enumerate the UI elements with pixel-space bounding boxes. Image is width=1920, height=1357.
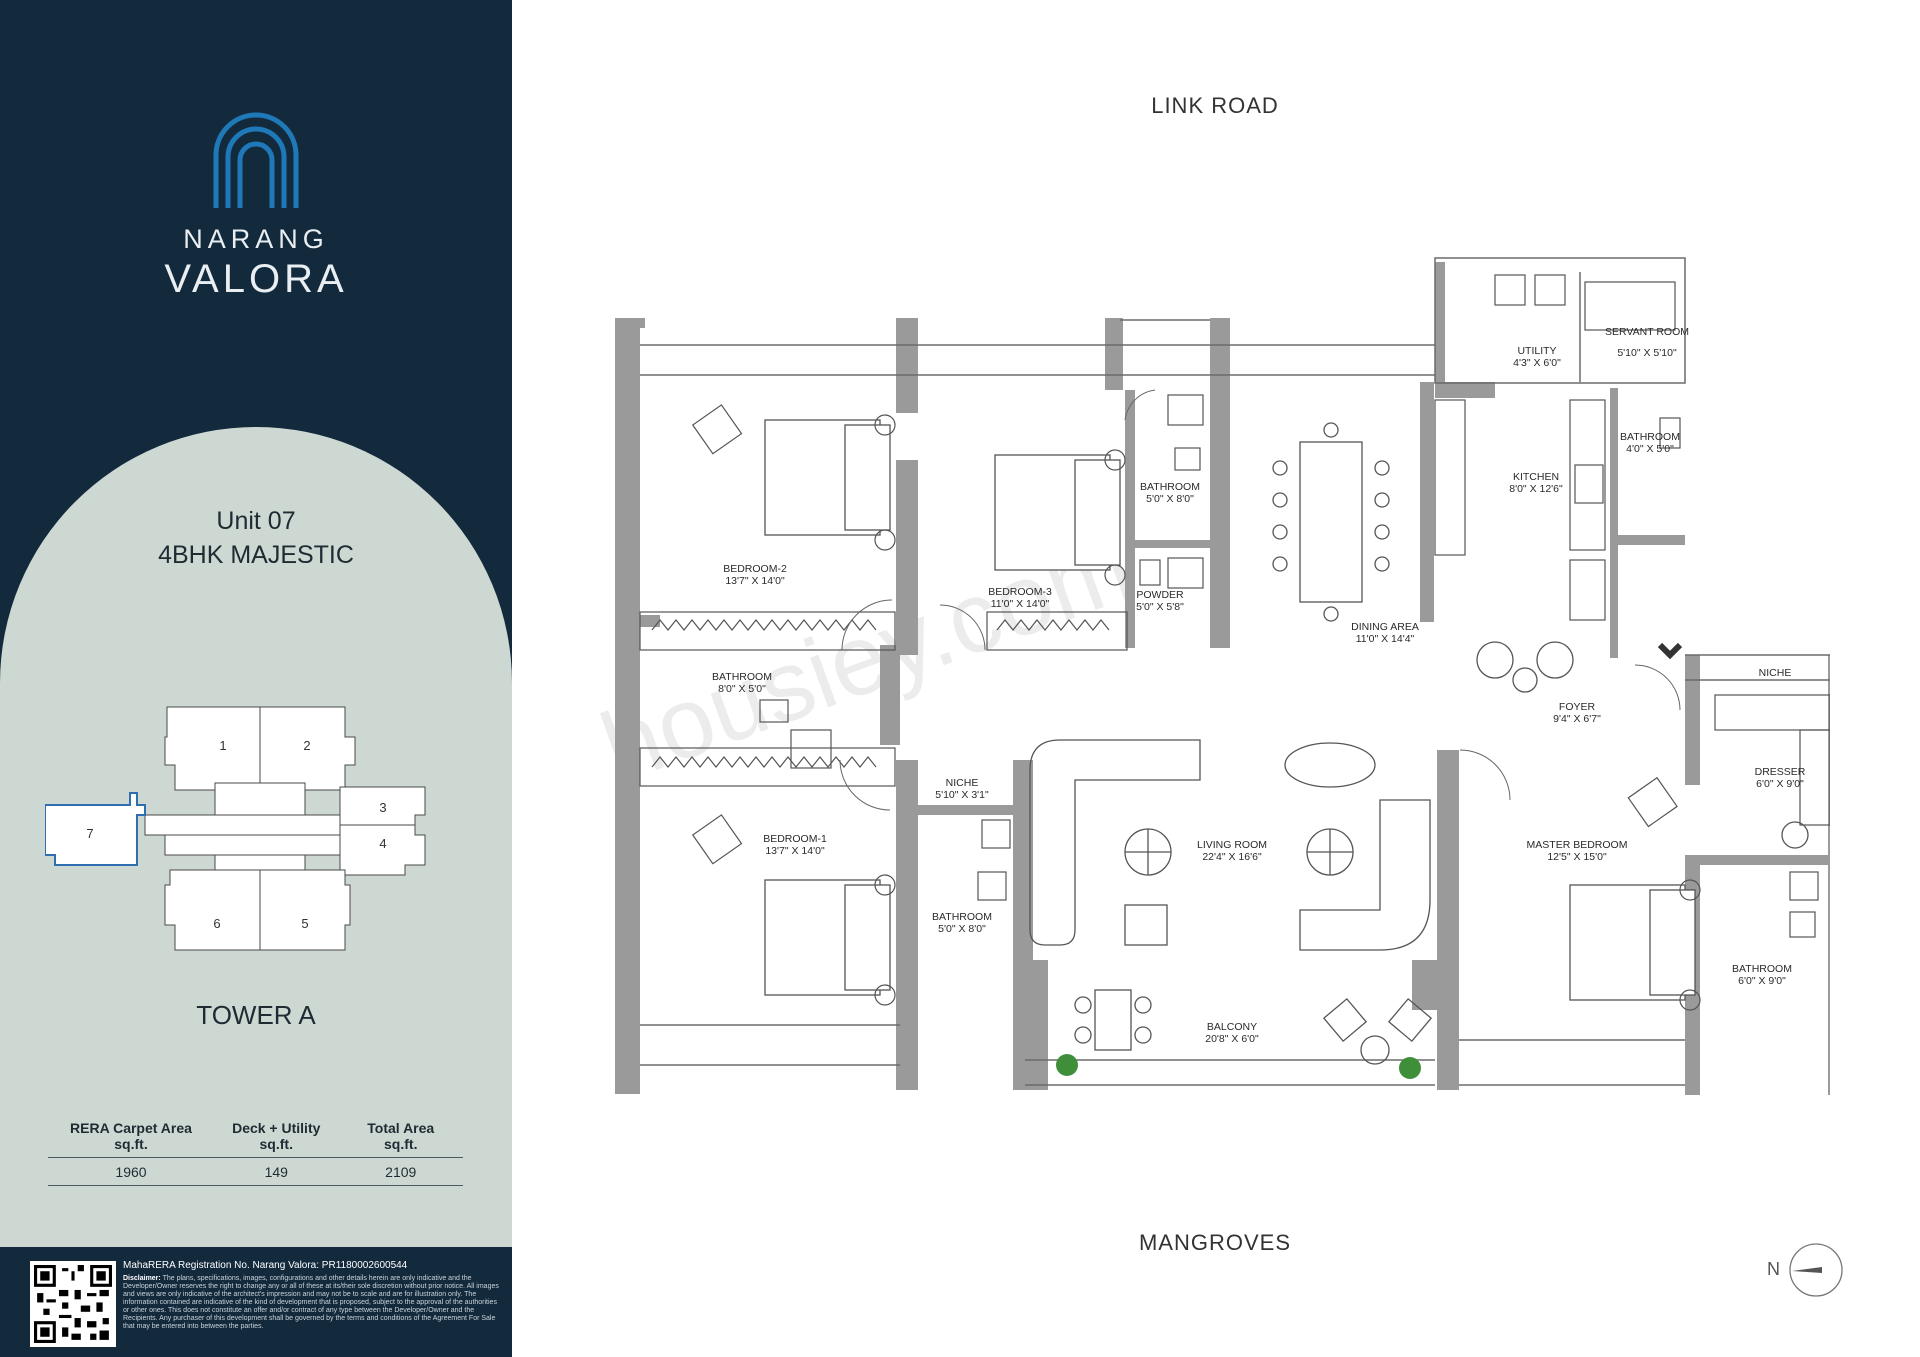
area-table-values: 1960 149 2109: [48, 1158, 463, 1186]
size-bathroom-servant: 4'0" X 5'0": [1626, 443, 1674, 455]
walls: [615, 262, 1830, 1095]
label-bathroom-common: BATHROOM: [712, 671, 772, 683]
size-niche-center: 5'10" X 3'1": [935, 789, 989, 801]
keyplan-label-7: 7: [86, 826, 93, 841]
label-utility: UTILITY: [1517, 345, 1556, 357]
label-bathroom-bed3: BATHROOM: [1140, 481, 1200, 493]
keyplan-tower-7: [45, 792, 146, 866]
living-furniture: [1029, 739, 1431, 951]
value-carpet: 1960: [115, 1164, 147, 1180]
size-bedroom-2: 13'7" X 14'0": [725, 575, 785, 587]
size-bathroom-bed1: 5'0" X 8'0": [938, 923, 986, 935]
label-powder: POWDER: [1136, 589, 1184, 601]
qr-code-icon[interactable]: [30, 1261, 116, 1347]
floor-plan: BEDROOM-2 13'7" X 14'0" BEDROOM-3 11'0" …: [615, 257, 1830, 1095]
value-total: 2109: [385, 1164, 417, 1180]
label-bedroom-2: BEDROOM-2: [723, 563, 787, 575]
keyplan-tower-4: [339, 824, 426, 876]
wardrobes: [639, 611, 1830, 826]
label-niche-right: NICHE: [1759, 667, 1792, 679]
label-bathroom-master: BATHROOM: [1732, 963, 1792, 975]
keyplan-tower-1: [164, 706, 261, 791]
label-kitchen: KITCHEN: [1513, 471, 1559, 483]
size-bathroom-common: 8'0" X 5'0": [718, 683, 766, 695]
compass-label: N: [1767, 1259, 1780, 1279]
label-bedroom-1: BEDROOM-1: [763, 833, 827, 845]
label-bedroom-3: BEDROOM-3: [988, 586, 1052, 598]
size-master-bedroom: 12'5" X 15'0": [1547, 851, 1607, 863]
label-bathroom-servant: BATHROOM: [1620, 431, 1680, 443]
size-dining: 11'0" X 14'4": [1356, 633, 1415, 645]
kitchen-fixtures: [1434, 274, 1606, 621]
arch-logo-icon: [213, 112, 299, 208]
label-niche-center: NICHE: [946, 777, 979, 789]
tower-key-plan: 1 2 3 4 5 6 7: [45, 706, 426, 951]
size-bedroom-1: 13'7" X 14'0": [765, 845, 825, 857]
size-living-room: 22'4" X 16'6": [1202, 851, 1262, 863]
keyplan-label-1: 1: [219, 738, 226, 753]
size-powder: 5'0" X 5'8": [1136, 601, 1184, 613]
road-label-bottom: MANGROVES: [1138, 1230, 1292, 1255]
label-servant-room: SERVANT ROOM: [1605, 326, 1689, 338]
door-swings: [839, 389, 1681, 811]
label-living-room: LIVING ROOM: [1197, 839, 1267, 851]
north-compass-icon: N: [1767, 1243, 1843, 1297]
brand-logo: NARANG VALORA: [0, 110, 512, 302]
value-deck: 149: [264, 1164, 288, 1180]
plant-icons: [1056, 1054, 1421, 1079]
label-dresser: DRESSER: [1755, 766, 1806, 778]
road-label-top: LINK ROAD: [1151, 93, 1279, 118]
room-labels: BEDROOM-2 13'7" X 14'0" BEDROOM-3 11'0" …: [712, 326, 1806, 1045]
footer: MahaRERA Registration No. Narang Valora:…: [0, 1247, 512, 1357]
brand-name-line1: NARANG: [183, 224, 329, 254]
label-dining: DINING AREA: [1351, 621, 1419, 633]
brand-name-line2: VALORA: [164, 257, 348, 301]
tower-label: TOWER A: [196, 1000, 316, 1030]
left-panel: NARANG VALORA Unit 07 4BHK MAJESTIC: [0, 0, 512, 1357]
keyplan-label-6: 6: [213, 916, 220, 931]
disclaimer: Disclaimer: The plans, specifications, i…: [123, 1275, 499, 1330]
keyplan-label-4: 4: [379, 836, 386, 851]
size-bathroom-bed3: 5'0" X 8'0": [1146, 493, 1194, 505]
keyplan-label-5: 5: [301, 916, 308, 931]
rera-registration: MahaRERA Registration No. Narang Valora:…: [123, 1260, 408, 1271]
label-bathroom-bed1: BATHROOM: [932, 911, 992, 923]
size-bedroom-3: 11'0" X 14'0": [991, 598, 1050, 610]
size-servant-room: 5'10" X 5'10": [1617, 347, 1677, 359]
keyplan-label-3: 3: [379, 800, 386, 815]
size-bathroom-master: 6'0" X 9'0": [1738, 975, 1786, 987]
keyplan-label-2: 2: [303, 738, 310, 753]
size-utility: 4'3" X 6'0": [1513, 357, 1561, 369]
size-balcony: 20'8" X 6'0": [1205, 1033, 1259, 1045]
label-balcony: BALCONY: [1207, 1021, 1257, 1033]
beds: [764, 419, 1696, 1001]
size-kitchen: 8'0" X 12'6": [1509, 483, 1563, 495]
label-foyer: FOYER: [1559, 701, 1596, 713]
label-master-bedroom: MASTER BEDROOM: [1527, 839, 1628, 851]
size-dresser: 6'0" X 9'0": [1756, 778, 1804, 790]
keyplan-tower-5: [259, 869, 351, 951]
size-foyer: 9'4" X 6'7": [1553, 713, 1601, 725]
unit-title: Unit 07: [216, 507, 296, 535]
keyplan-tower-6: [164, 869, 261, 951]
balcony-furniture: [1074, 989, 1433, 1065]
dining-table: [1272, 422, 1390, 622]
bathroom-fixtures: [759, 281, 1819, 938]
unit-type: 4BHK MAJESTIC: [158, 541, 354, 569]
